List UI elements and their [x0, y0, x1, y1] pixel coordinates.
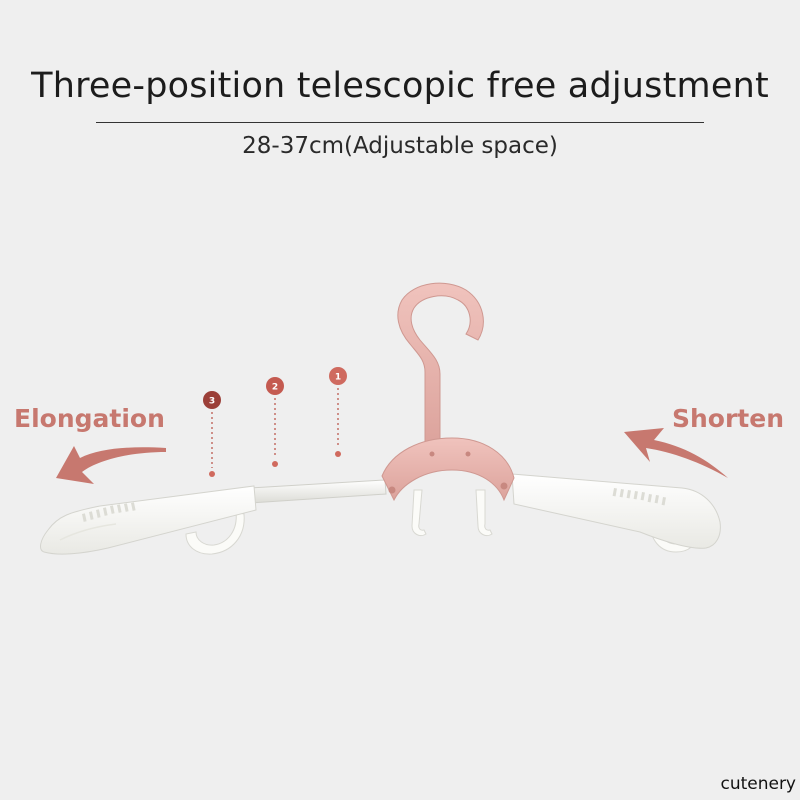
shorten-label: Shorten — [672, 404, 785, 433]
right-arm — [511, 473, 721, 549]
headline-title: Three-position telescopic free adjustmen… — [31, 66, 769, 106]
hook-icon — [397, 282, 484, 447]
size-range-subtitle: 28-37cm(Adjustable space) — [242, 133, 558, 159]
elongation-arrow-icon — [56, 446, 166, 484]
right-arm-grip — [612, 488, 666, 506]
center-joint — [381, 437, 515, 502]
brand-watermark: cutenery — [720, 774, 796, 794]
position-marker-1-number: 1 — [335, 373, 341, 383]
center-left-hook-icon — [411, 489, 427, 537]
shorten-arrow-icon — [624, 428, 728, 478]
left-arm-grip — [82, 502, 136, 522]
left-arm — [40, 485, 257, 555]
title-divider — [96, 122, 704, 123]
position-marker-3: 3 — [203, 391, 221, 477]
position-marker-2-number: 2 — [272, 383, 278, 393]
telescopic-rod — [249, 479, 387, 504]
position-marker-1: 1 — [329, 367, 347, 457]
left-skirt-hook-icon — [185, 511, 245, 555]
center-right-hook-icon — [475, 489, 493, 537]
position-marker-2: 2 — [266, 377, 284, 467]
elongation-label: Elongation — [14, 404, 165, 433]
position-marker-3-number: 3 — [209, 397, 215, 407]
